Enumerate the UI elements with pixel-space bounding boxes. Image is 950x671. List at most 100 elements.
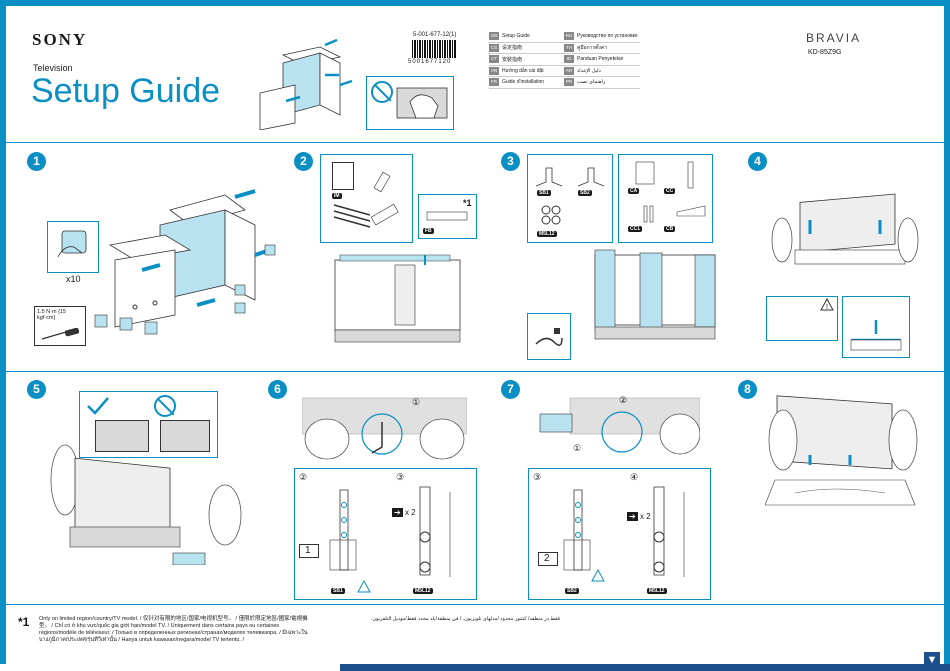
lang-label: Setup Guide bbox=[502, 33, 530, 40]
instruction-manual bbox=[332, 162, 354, 190]
substep-label: ① bbox=[573, 443, 582, 453]
barcode bbox=[412, 40, 456, 58]
sb2-tag: SB2 bbox=[565, 588, 579, 594]
step-box-number bbox=[538, 552, 558, 566]
bottom-bar bbox=[0, 664, 950, 671]
step2-box-illustration bbox=[334, 254, 461, 343]
screw-multiplier: ➔ x 2 bbox=[392, 508, 416, 517]
base-detail bbox=[850, 320, 902, 351]
lang-code: GB bbox=[489, 32, 499, 41]
incorrect-grip-illustration bbox=[160, 420, 210, 452]
im-tag: IM bbox=[332, 193, 342, 199]
step7-detail-panel bbox=[528, 468, 711, 600]
sb2-tag: SB2 bbox=[578, 190, 592, 196]
power-cable-icon bbox=[535, 328, 563, 346]
fb-bracket bbox=[426, 211, 468, 221]
step5-carry-illustration bbox=[50, 444, 242, 565]
m5l12-tag: M5L12 bbox=[537, 231, 557, 237]
lang-label: Guide d'installation bbox=[502, 79, 545, 86]
hand-icon bbox=[396, 87, 448, 119]
next-page-arrow-icon[interactable]: ▼ bbox=[924, 652, 940, 668]
sb1-tag: SB1 bbox=[331, 588, 345, 594]
box-number: 1 bbox=[305, 545, 311, 556]
lang-code: ID bbox=[564, 55, 574, 64]
warning-icon: ! bbox=[820, 298, 834, 311]
divider bbox=[6, 604, 944, 605]
lang-code: CT bbox=[489, 55, 499, 64]
step1-box-illustration bbox=[108, 189, 276, 328]
screw-multiplier: ➔ x 2 bbox=[627, 512, 651, 521]
lang-label: 设定指南 bbox=[502, 45, 523, 52]
page-title: Setup Guide bbox=[31, 72, 221, 110]
clip-icon bbox=[57, 230, 87, 258]
step-number: 7 bbox=[501, 380, 520, 399]
barcode-number: 5001677120 bbox=[408, 59, 452, 65]
screwdriver-icon bbox=[41, 328, 80, 340]
sb1-tag: SB1 bbox=[537, 190, 551, 196]
step6-stand-illustration bbox=[302, 397, 467, 460]
step-box-number bbox=[299, 544, 319, 558]
warning-icon bbox=[357, 580, 371, 593]
unpack-illustration bbox=[259, 38, 353, 130]
prohibited-icon bbox=[371, 81, 393, 103]
checkmark-icon bbox=[87, 397, 109, 415]
clip-parts bbox=[94, 314, 158, 335]
screwdriver-panel bbox=[34, 306, 86, 346]
lang-label: คู่มือการตั้งค่า bbox=[577, 44, 608, 51]
step-number: 8 bbox=[738, 380, 757, 399]
divider bbox=[6, 142, 944, 143]
lang-code: VN bbox=[489, 66, 499, 75]
fb-tag: FB bbox=[423, 228, 434, 234]
stand-bracket-detail-b bbox=[419, 486, 451, 577]
step-number: 1 bbox=[27, 152, 46, 171]
lang-code: AR bbox=[564, 66, 574, 75]
step4-lift-illustration bbox=[771, 193, 919, 265]
step-number: 2 bbox=[294, 152, 313, 171]
lang-label: Panduan Penyetelan bbox=[577, 56, 624, 63]
m5l12-tag: M5L12 bbox=[413, 588, 433, 594]
lang-code: FR bbox=[489, 78, 499, 87]
cc-tag: CC bbox=[664, 188, 676, 194]
substep-label: ③ bbox=[533, 472, 542, 482]
torque-label: 1.5 N·m {15 kgf·cm} bbox=[37, 309, 67, 321]
substep-label: ② bbox=[299, 472, 308, 482]
substep-label: ④ bbox=[630, 472, 639, 482]
step8-lift-illustration bbox=[765, 395, 918, 506]
step-number: 6 bbox=[268, 380, 287, 399]
substep-label: ③ bbox=[396, 472, 405, 482]
cc1-tag: CC1 bbox=[628, 226, 643, 232]
step-number: 5 bbox=[27, 380, 46, 399]
lang-label: دليل الإعداد bbox=[577, 67, 601, 74]
step6-detail-panel bbox=[294, 468, 477, 600]
stand-parts bbox=[535, 167, 605, 225]
svg-text:!: ! bbox=[826, 304, 828, 311]
cable-panel bbox=[527, 313, 571, 360]
lang-code: RU bbox=[564, 32, 574, 41]
lang-label: Руководство по установке bbox=[577, 33, 638, 40]
step-number: 3 bbox=[501, 152, 520, 171]
footnote-arabic: فقط در منطقه/ کشور محدود /مدلهای تلویزیو… bbox=[370, 616, 560, 622]
stand-bracket-detail-a bbox=[563, 489, 591, 571]
product-type: Television bbox=[33, 63, 73, 73]
multiplier-label: x 2 bbox=[404, 508, 416, 517]
stand-bracket-detail-b bbox=[653, 486, 685, 577]
lang-code: TH bbox=[564, 43, 574, 52]
brand-logo: SONY bbox=[32, 30, 88, 49]
footnote-ref: *1 bbox=[463, 198, 472, 208]
parts-panel-a bbox=[527, 154, 613, 243]
correct-grip-illustration bbox=[95, 420, 149, 452]
cb-tag: CB bbox=[664, 226, 676, 232]
lang-label: 安裝指南 bbox=[502, 56, 523, 63]
substep-label: ① bbox=[412, 397, 421, 407]
part-number: 5-001-677-12(1) bbox=[413, 32, 457, 38]
lang-code: CS bbox=[489, 43, 499, 52]
m5l12-tag: M5L12 bbox=[647, 588, 667, 594]
lang-label: راهنمای نصب bbox=[577, 79, 606, 86]
step7-stand-illustration bbox=[539, 397, 700, 455]
box-number: 2 bbox=[544, 553, 550, 564]
prohibited-icon bbox=[154, 395, 176, 417]
footnote-mark: *1 bbox=[18, 615, 30, 629]
step3-box-illustration bbox=[594, 249, 716, 340]
